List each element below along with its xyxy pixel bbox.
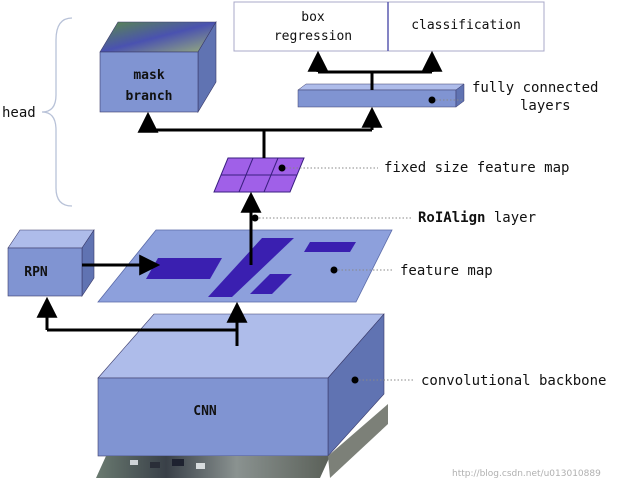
head-brace xyxy=(41,17,73,207)
feature-map-label: feature map xyxy=(400,263,493,279)
roialign-rest: layer xyxy=(485,210,536,226)
cnn-label: CNN xyxy=(193,404,217,419)
image-detail-4 xyxy=(196,463,205,469)
mask-branch-line2: branch xyxy=(126,89,173,104)
mask-branch-top xyxy=(99,21,217,53)
fixed-map-label: fixed size feature map xyxy=(384,160,569,176)
fc-layer-top xyxy=(297,83,465,91)
mask-branch-line1: mask xyxy=(133,68,164,83)
box-regression-line1: box xyxy=(301,10,325,25)
rpn-label: RPN xyxy=(24,265,48,280)
input-image xyxy=(96,456,330,478)
fc-callout-dot xyxy=(428,96,436,104)
feature-map-callout-dot xyxy=(330,266,338,274)
box-regression-box xyxy=(233,1,389,52)
input-image-side xyxy=(328,404,388,478)
box-regression-line2: regression xyxy=(274,29,352,44)
roi-box-3 xyxy=(304,242,356,252)
image-detail-1 xyxy=(130,460,138,465)
rpn-top xyxy=(7,229,95,249)
fc-label-line1: fully connected xyxy=(472,80,598,96)
fc-layer-side xyxy=(455,83,465,108)
classification-label: classification xyxy=(411,18,521,33)
watermark: http://blog.csdn.net/u013010889 xyxy=(452,469,601,479)
fc-label-line2: layers xyxy=(520,98,571,114)
classification-box xyxy=(387,1,545,52)
roialign-bold: RoIAlign xyxy=(418,210,485,226)
roialign-label: RoIAlign layer xyxy=(418,210,536,226)
cnn-front xyxy=(97,377,329,457)
image-detail-3 xyxy=(172,459,184,466)
roi-box-2 xyxy=(208,238,294,297)
image-detail-2 xyxy=(150,462,160,468)
roialign-callout-dot xyxy=(251,214,259,222)
backbone-callout-dot xyxy=(351,376,359,384)
rpn-front xyxy=(7,247,83,297)
roi-box-1 xyxy=(146,258,222,279)
backbone-label: convolutional backbone xyxy=(421,373,606,389)
mask-branch-front xyxy=(99,51,199,113)
fixed-map-callout-dot xyxy=(278,164,286,172)
roi-box-4 xyxy=(250,274,292,294)
head-label: head xyxy=(2,105,36,121)
